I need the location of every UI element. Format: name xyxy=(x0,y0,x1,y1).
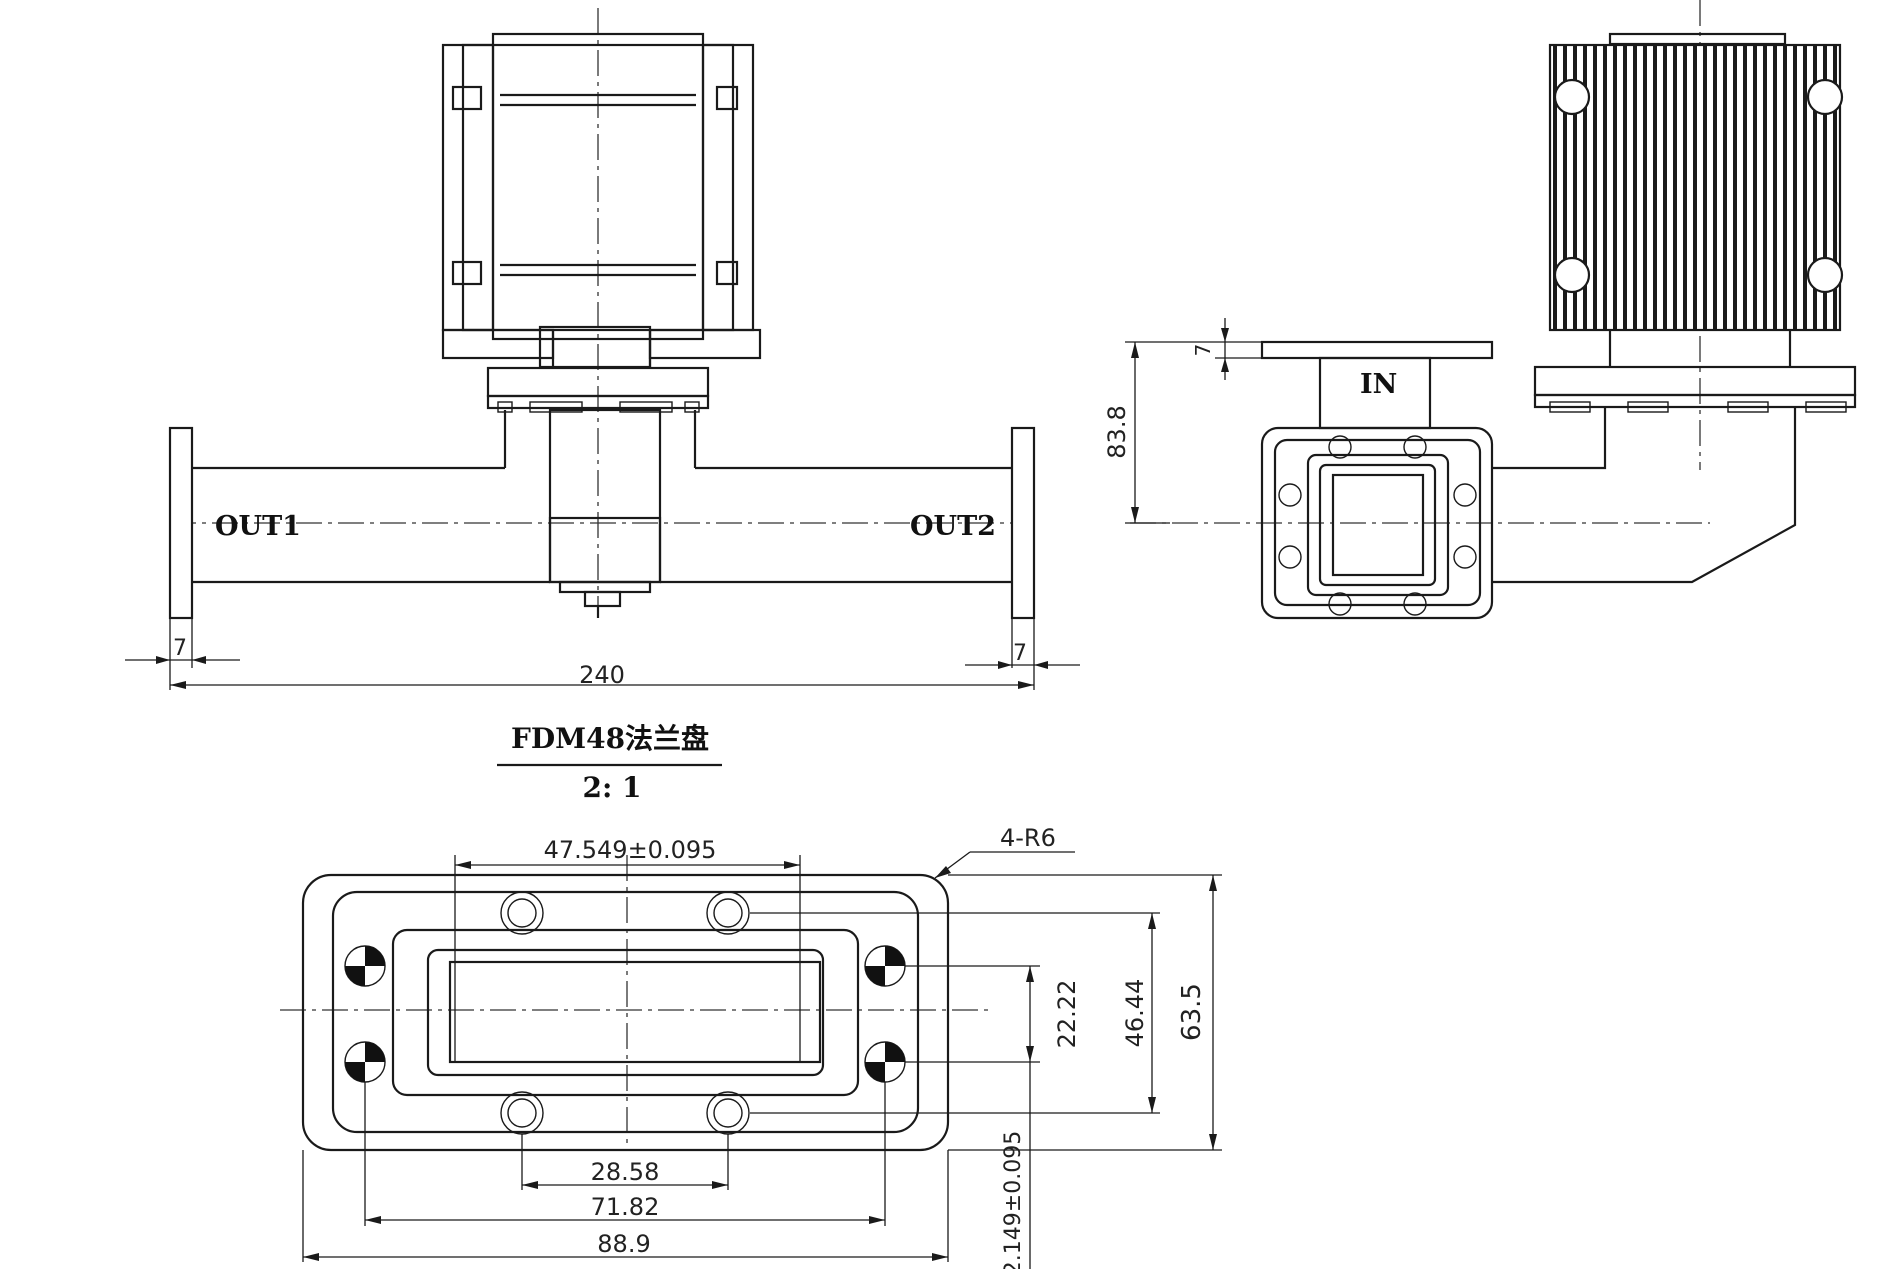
screw-icon xyxy=(1553,78,1591,116)
left-flange xyxy=(168,426,194,620)
bolt-icon xyxy=(451,260,483,286)
stem-nut-icon xyxy=(583,590,622,608)
dim-side-flange: 7 xyxy=(1191,344,1215,357)
dim-hole-spacing-top: 47.549±0.095 xyxy=(544,836,717,864)
nut-icon xyxy=(1627,401,1669,413)
nut-icon xyxy=(1805,401,1847,413)
heatsink-fins xyxy=(1548,43,1842,332)
dim-hole-spacing-bottom: 28.58 xyxy=(591,1158,660,1186)
flange-hole-icon xyxy=(1278,483,1302,507)
nut-icon xyxy=(1727,401,1769,413)
flange-holes xyxy=(344,891,906,1135)
pin-hole-icon xyxy=(864,945,906,987)
dim-inner-height: 22.22 xyxy=(1053,980,1081,1049)
nut-icon xyxy=(684,401,700,413)
side-flange xyxy=(1260,426,1494,620)
nut-icon xyxy=(1549,401,1591,413)
flange-hole-icon xyxy=(1328,435,1352,459)
flange-title: FDM48法兰盘 xyxy=(511,722,709,755)
dim-outer-width: 88.9 xyxy=(597,1230,650,1258)
flange-hole-icon xyxy=(1403,592,1427,616)
side-view: IN 83.8 xyxy=(1103,0,1857,620)
nut-icon xyxy=(529,401,583,413)
waveguide-opening xyxy=(448,960,822,1064)
port-out1-label: OUT1 xyxy=(215,511,301,542)
screw-icon xyxy=(1553,256,1591,294)
dim-vertical-tolerance: 22.149±0.095 xyxy=(1001,1131,1026,1269)
dim-hole-spacing-outer: 71.82 xyxy=(591,1193,660,1221)
heatsink xyxy=(1533,32,1857,413)
dim-hole-spacing-vertical: 46.44 xyxy=(1121,979,1149,1048)
bend-outer xyxy=(1492,408,1797,584)
front-dimensions: 240 7 7 xyxy=(125,618,1080,690)
port-out2-label: OUT2 xyxy=(910,511,996,542)
screw-icon xyxy=(1806,78,1844,116)
waveguide-opening-outer xyxy=(426,948,825,1077)
bolt-icon xyxy=(715,85,739,111)
dim-right-flange: 7 xyxy=(1013,641,1027,666)
bolt-icon xyxy=(715,260,739,286)
side-dimensions: 83.8 7 xyxy=(1103,318,1262,524)
detail-dimensions: 47.549±0.095 4-R6 22.22 46.44 xyxy=(302,824,1222,1269)
front-view: OUT1 OUT2 240 7 7 xyxy=(125,8,1080,690)
flange-hole-icon xyxy=(1453,545,1477,569)
flange-scale: 2: 1 xyxy=(582,771,641,804)
in-port: IN xyxy=(1260,340,1494,430)
bolt-icon xyxy=(451,85,483,111)
pin-hole-icon xyxy=(344,945,386,987)
flange-gasket-groove xyxy=(391,928,860,1097)
flange-inner-border xyxy=(331,890,920,1134)
pin-hole-icon xyxy=(864,1041,906,1083)
screw-icon xyxy=(1806,256,1844,294)
dim-total-length: 240 xyxy=(579,661,625,689)
load-base xyxy=(441,325,762,413)
flange-outer xyxy=(301,873,950,1152)
flange-hole-icon xyxy=(1453,483,1477,507)
flange-detail: 47.549±0.095 4-R6 22.22 46.44 xyxy=(280,824,1222,1269)
flange-hole-icon xyxy=(1278,545,1302,569)
hole-icon xyxy=(500,891,544,935)
dim-corner-radius: 4-R6 xyxy=(1000,824,1056,852)
dim-left-flange: 7 xyxy=(173,636,187,661)
flange-hole-icon xyxy=(1403,435,1427,459)
tee-waveguide: OUT1 OUT2 xyxy=(168,408,1036,620)
pin-hole-icon xyxy=(344,1041,386,1083)
bend-inner xyxy=(1492,408,1607,470)
right-flange xyxy=(1010,426,1036,620)
nut-icon xyxy=(619,401,673,413)
flange-title-block: FDM48法兰盘 2: 1 xyxy=(497,722,722,804)
flange-hole-icon xyxy=(1328,592,1352,616)
dim-side-height: 83.8 xyxy=(1103,405,1131,458)
hole-icon xyxy=(706,891,750,935)
dim-outer-height: 63.5 xyxy=(1177,983,1207,1041)
port-in-label: IN xyxy=(1360,369,1397,400)
